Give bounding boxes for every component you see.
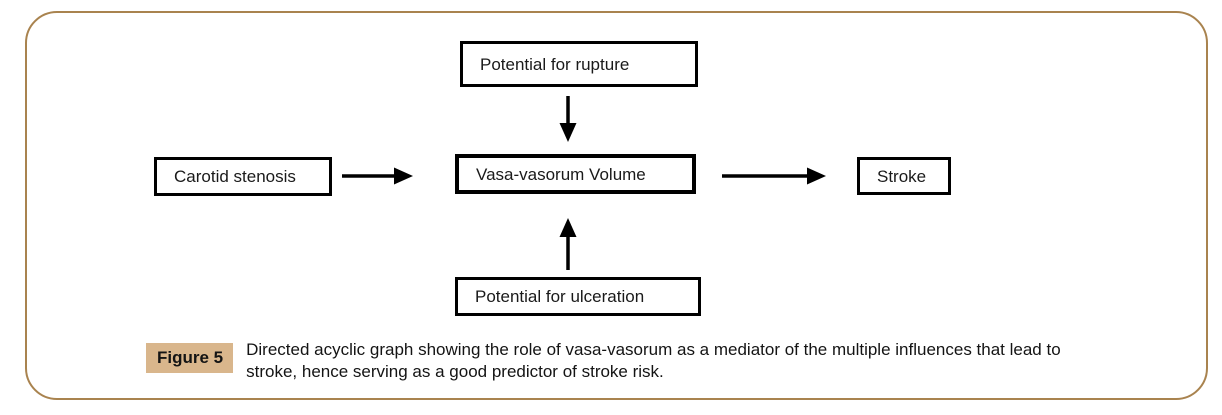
node-potential-ulceration-label: Potential for ulceration: [475, 287, 645, 306]
node-vasa-vasorum-volume: Vasa-vasorum Volume: [455, 154, 696, 194]
figure-caption-label: Figure 5: [146, 343, 234, 373]
node-potential-rupture: Potential for rupture: [460, 41, 698, 87]
figure-caption: Figure 5 Directed acyclic graph showing …: [146, 339, 1106, 383]
node-carotid-stenosis-label: Carotid stenosis: [174, 167, 296, 186]
node-vasa-vasorum-volume-label: Vasa-vasorum Volume: [476, 164, 646, 184]
node-stroke-label: Stroke: [877, 166, 927, 186]
node-potential-rupture-label: Potential for rupture: [480, 54, 630, 74]
figure-caption-text: Directed acyclic graph showing the role …: [246, 340, 1061, 381]
node-carotid-stenosis: Carotid stenosis: [154, 157, 332, 196]
node-stroke: Stroke: [857, 157, 951, 195]
node-potential-ulceration: Potential for ulceration: [455, 277, 701, 316]
